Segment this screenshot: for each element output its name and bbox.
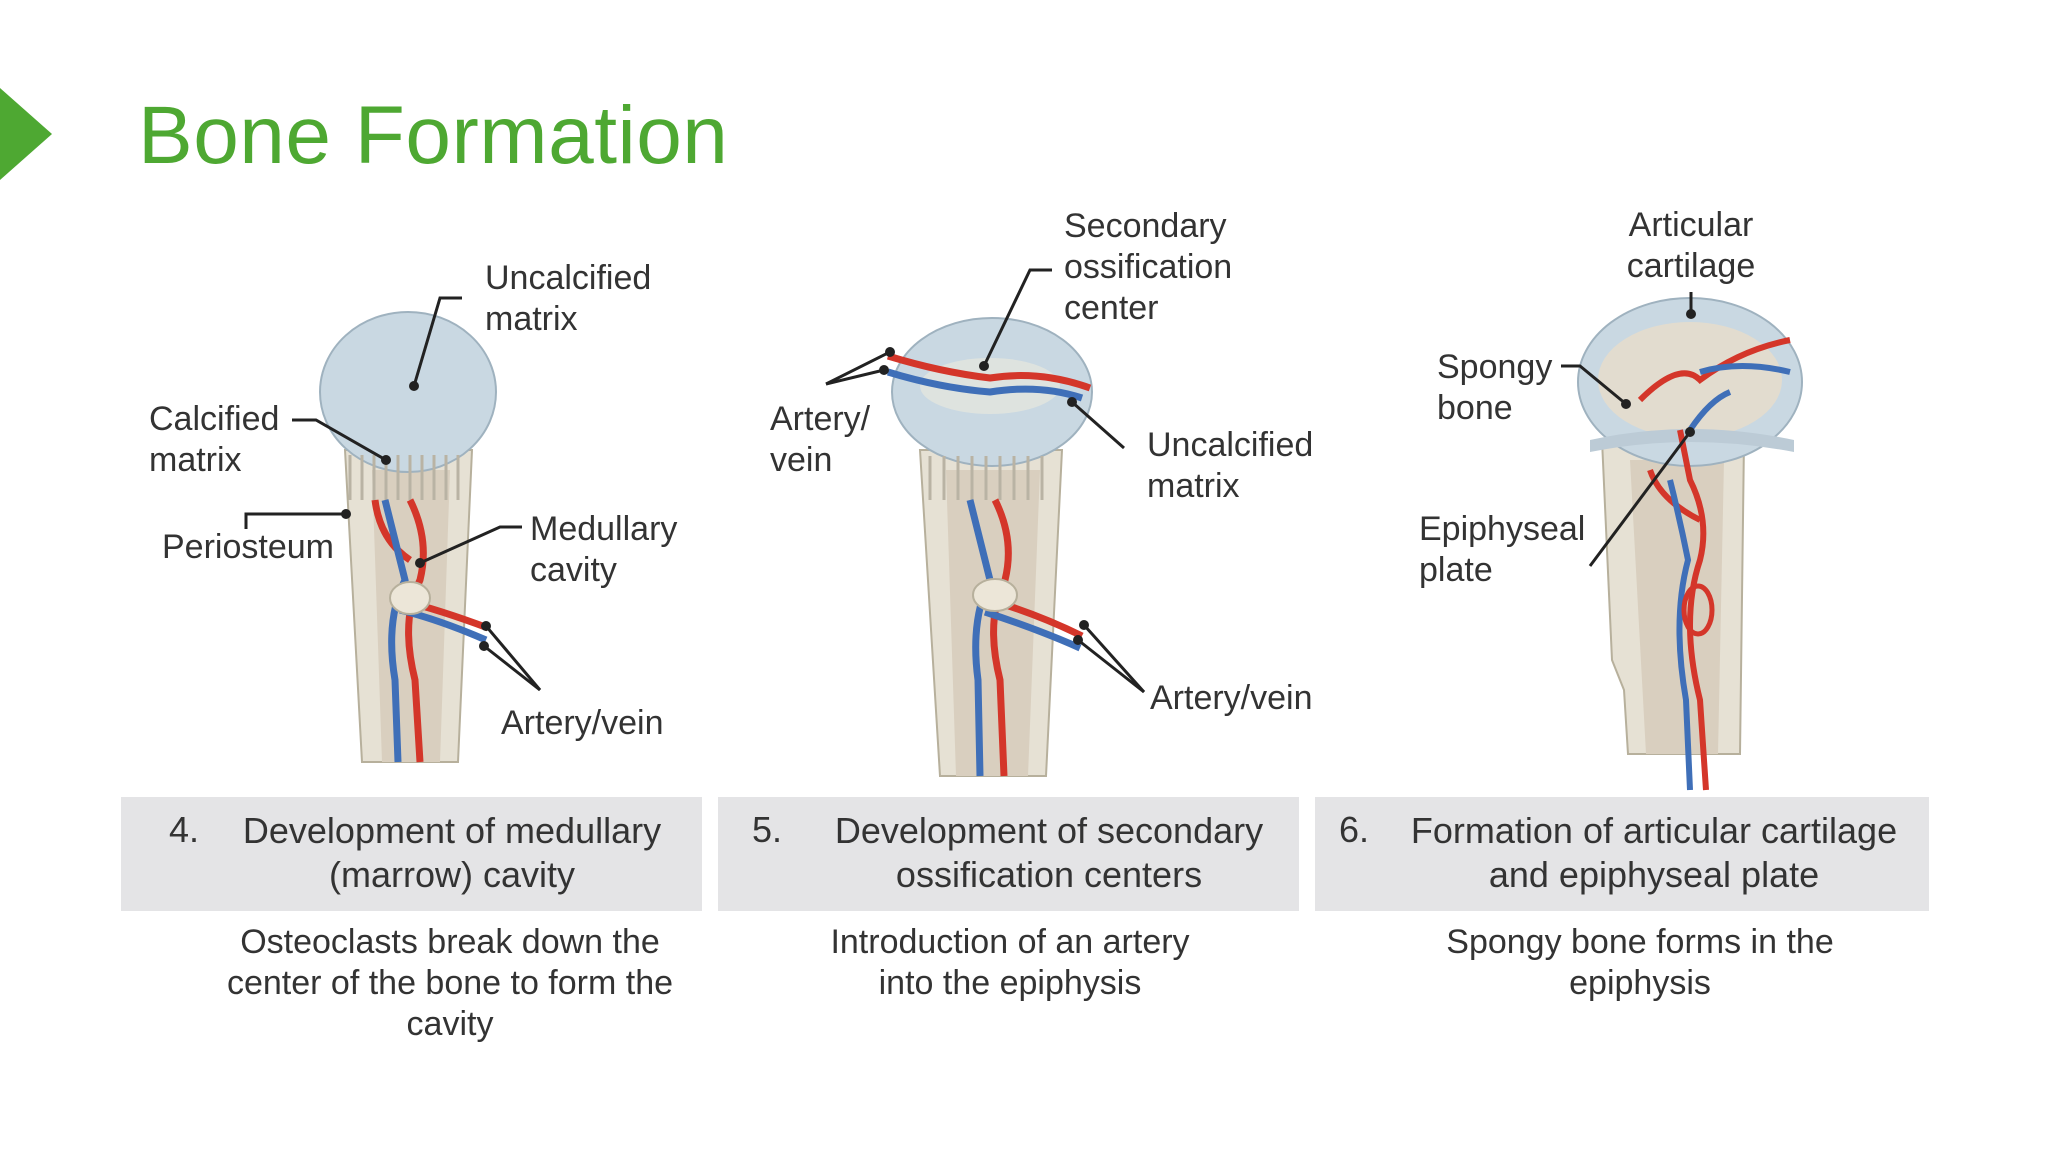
label-uncalcified-matrix-1: Uncalcified	[485, 259, 651, 297]
description-line: cavity	[406, 1005, 494, 1043]
label-epiphyseal-plate: Epiphyseal	[1419, 510, 1585, 548]
caption-line: (marrow) cavity	[328, 854, 575, 895]
description-line: into the epiphysis	[878, 964, 1142, 1002]
label-calcified-matrix-b: matrix	[149, 441, 242, 479]
panel-1-leaders	[244, 296, 542, 692]
label-spongy-bone-b: bone	[1437, 389, 1513, 427]
caption-number: 5.	[752, 809, 783, 850]
label-medullary-cavity: Medullary	[530, 510, 677, 548]
label-artery-vein-3: Artery/vein	[1150, 679, 1313, 717]
label-uncalcified-matrix-1b: matrix	[485, 300, 578, 338]
description-line: Introduction of an artery	[830, 923, 1190, 961]
label-spongy-bone: Spongy	[1437, 348, 1552, 386]
panel-3-artery	[1637, 337, 1791, 791]
slide-title: Bone Formation	[138, 90, 729, 181]
panel-3-spongy-bone	[1598, 322, 1782, 438]
label-epiphyseal-plate-b: plate	[1419, 551, 1493, 589]
label-artery-vein-2: Artery/	[770, 400, 871, 438]
slide-accent-arrow	[0, 88, 52, 180]
panel-2-illustration	[886, 317, 1093, 777]
description-4: Osteoclasts break down the center of the…	[180, 922, 720, 1045]
label-artery-vein-1: Artery/vein	[501, 704, 664, 742]
caption-line: Formation of articular cartilage	[1410, 810, 1898, 851]
description-line: center of the bone to form the	[226, 964, 674, 1002]
label-artery-vein-2b: vein	[770, 441, 832, 479]
caption-box-4: 4. Development of medullary (marrow) cav…	[121, 797, 702, 911]
caption-line: and epiphyseal plate	[1488, 854, 1820, 895]
caption-line: ossification centers	[895, 854, 1203, 895]
label-uncalcified-matrix-2b: matrix	[1147, 467, 1240, 505]
label-uncalcified-matrix-2: Uncalcified	[1147, 426, 1313, 464]
panel-2-leaders	[825, 268, 1146, 694]
caption-line: Development of medullary	[242, 810, 662, 851]
label-secondary-ossification-b: ossification	[1064, 248, 1232, 286]
description-6: Spongy bone forms in the epiphysis	[1390, 922, 1890, 1004]
description-line: Spongy bone forms in the	[1446, 923, 1834, 961]
label-medullary-cavity-b: cavity	[530, 551, 617, 589]
caption-text: Development of medullary (marrow) cavity	[202, 809, 702, 897]
description-line: epiphysis	[1569, 964, 1711, 1002]
label-secondary-ossification-c: center	[1064, 289, 1159, 327]
panel-3-vein	[1667, 363, 1791, 791]
description-line: Osteoclasts break down the	[240, 923, 660, 961]
caption-text: Development of secondary ossification ce…	[799, 809, 1299, 897]
label-articular-cartilage: Articular	[1629, 206, 1754, 244]
description-5: Introduction of an artery into the epiph…	[760, 922, 1260, 1004]
panel-1-illustration	[319, 311, 497, 763]
panel-1-cartilage-head	[319, 311, 497, 473]
panel-3-illustration	[1577, 297, 1803, 791]
caption-text: Formation of articular cartilage and epi…	[1379, 809, 1929, 897]
label-secondary-ossification: Secondary	[1064, 207, 1227, 245]
caption-box-5: 5. Development of secondary ossification…	[718, 797, 1299, 911]
caption-line: Development of secondary	[834, 810, 1264, 851]
caption-number: 6.	[1339, 809, 1370, 850]
label-articular-cartilage-b: cartilage	[1627, 247, 1756, 285]
caption-number: 4.	[169, 809, 200, 850]
label-calcified-matrix: Calcified	[149, 400, 279, 438]
caption-box-6: 6. Formation of articular cartilage and …	[1315, 797, 1929, 911]
panel-3-epiphyseal-plate	[1590, 429, 1794, 452]
label-periosteum: Periosteum	[162, 528, 334, 566]
